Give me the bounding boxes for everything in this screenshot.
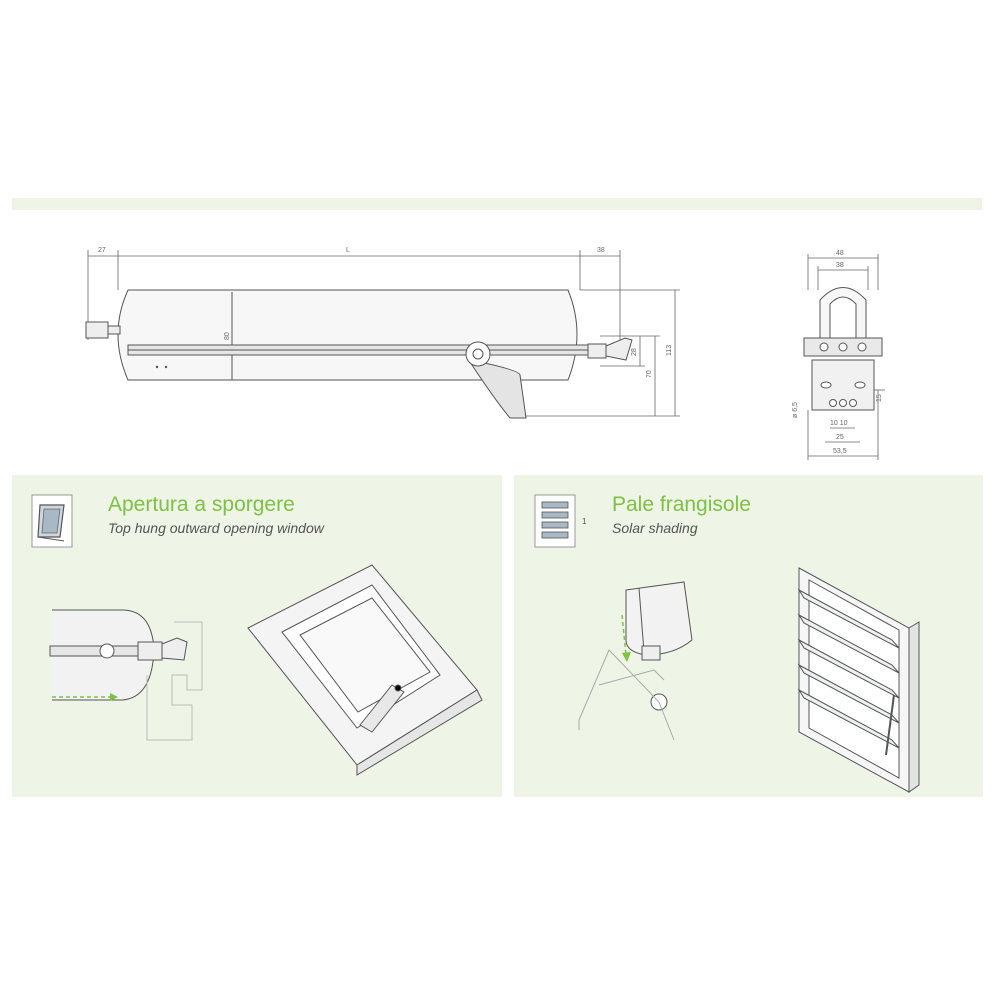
dim-side-38: 38 (836, 262, 844, 269)
dim-113: 113 (666, 345, 673, 356)
top-hung-window-icon (31, 494, 73, 548)
top-hung-subtitle: Top hung outward opening window (108, 520, 324, 536)
top-hung-illustration (49, 564, 483, 776)
dim-70: 70 (646, 370, 653, 378)
technical-drawing: 27 L 38 80 28 70 113 48 38 ø 6,5 15 10 1… (85, 247, 885, 460)
dim-25: 25 (836, 434, 844, 441)
dim-48: 48 (836, 250, 844, 257)
solar-illustration (578, 567, 920, 793)
louver-icon-mark: 1 (582, 517, 587, 526)
louver-icon (534, 494, 576, 548)
dim-38: 38 (597, 247, 605, 254)
dim-28: 28 (631, 348, 638, 356)
side-view (803, 287, 883, 411)
solar-title: Pale frangisole (612, 493, 751, 516)
dim-length: L (346, 247, 350, 254)
dim-hole: ø 6,5 (792, 402, 799, 418)
dim-15: 15 (876, 394, 883, 402)
dim-27: 27 (98, 247, 106, 254)
top-divider-band (12, 198, 982, 210)
dim-53-5: 53,5 (833, 448, 847, 455)
dim-80: 80 (224, 332, 231, 340)
actuator-body (85, 289, 633, 419)
top-hung-title: Apertura a sporgere (108, 493, 295, 516)
dim-10-10: 10 10 (830, 420, 848, 427)
solar-subtitle: Solar shading (612, 520, 698, 536)
